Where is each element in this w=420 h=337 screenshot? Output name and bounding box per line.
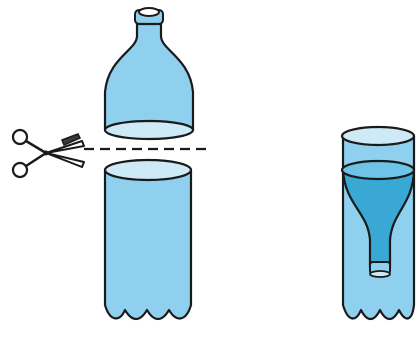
bottle-cap [135,8,163,24]
step-assembled-funnel [342,127,414,319]
step-cut-bottle [13,8,210,319]
bottle-top [105,24,193,139]
scissors-icon [13,130,84,177]
bottle-bottom [105,160,191,319]
